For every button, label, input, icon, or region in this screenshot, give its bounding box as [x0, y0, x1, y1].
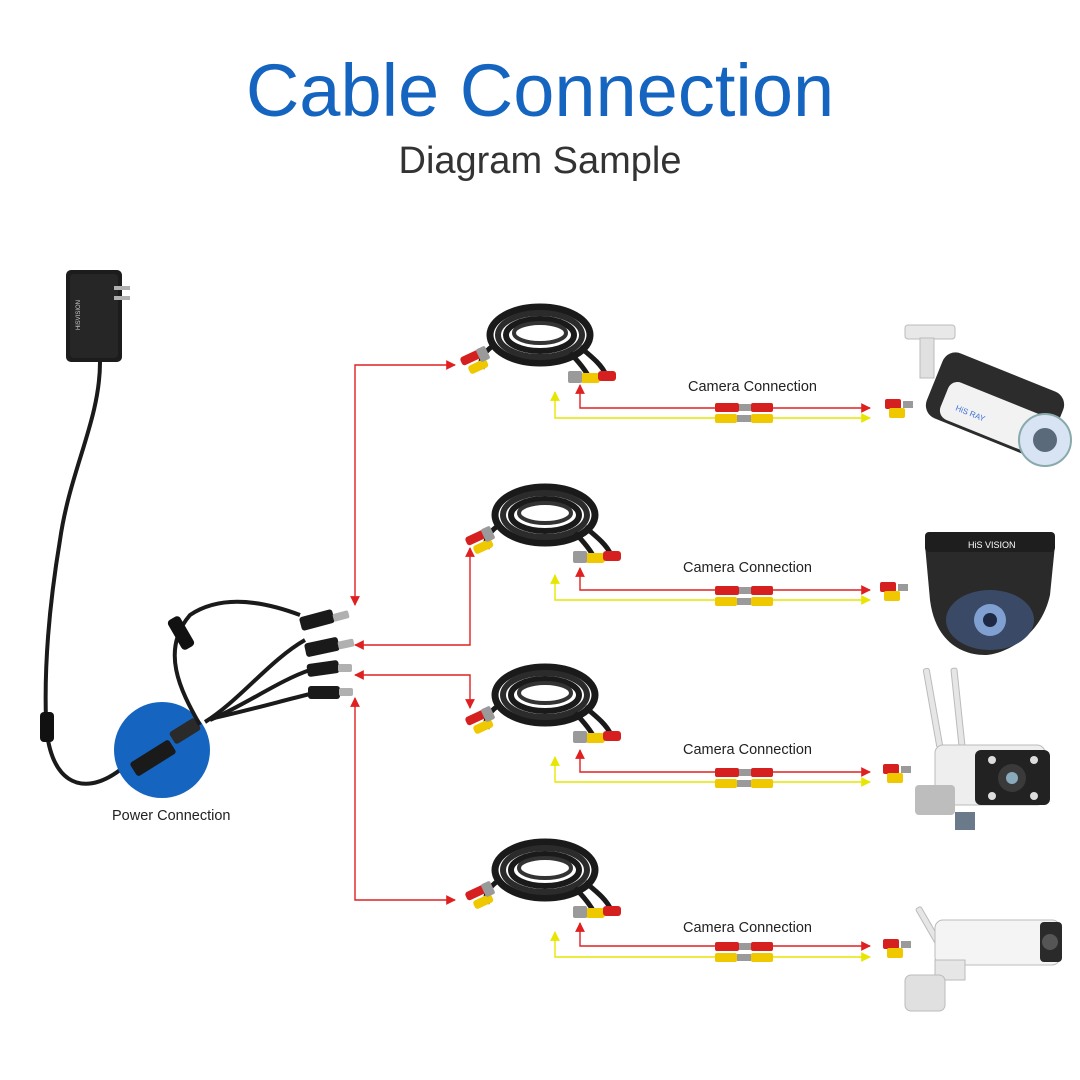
dc-plug — [130, 718, 201, 776]
cable-coil-1 — [459, 307, 616, 383]
power-splitter — [167, 599, 355, 726]
camera-connection-label-1: Camera Connection — [688, 379, 817, 395]
camera-connection-label-4: Camera Connection — [683, 920, 812, 936]
camera-dome: HiS VISION — [925, 532, 1055, 655]
camera-link-2 — [550, 567, 871, 606]
camera-wifi-box — [904, 906, 1062, 1012]
cable-coil-2 — [464, 487, 621, 563]
camera-link-3 — [550, 749, 871, 788]
svg-text:HiS VISION: HiS VISION — [968, 540, 1016, 550]
camera-connection-label-2: Camera Connection — [683, 560, 812, 576]
camera-bullet: HiS RAY — [904, 324, 1072, 467]
camera-link-1 — [550, 384, 871, 423]
page-subtitle: Diagram Sample — [398, 140, 682, 182]
power-connection-label: Power Connection — [112, 808, 231, 824]
camera-wifi-bullet — [915, 667, 1050, 830]
power-routing-lines — [350, 360, 475, 905]
cable-coil-4 — [464, 842, 621, 918]
page-title: Cable Connection — [245, 49, 835, 132]
camera-link-4 — [550, 922, 871, 962]
adapter-brand-text: HiSVISION — [76, 300, 82, 330]
camera-connection-label-3: Camera Connection — [683, 742, 812, 758]
adapter-cable — [43, 361, 122, 786]
power-adapter: HiSVISION — [66, 270, 130, 362]
cable-coil-3 — [464, 667, 621, 743]
